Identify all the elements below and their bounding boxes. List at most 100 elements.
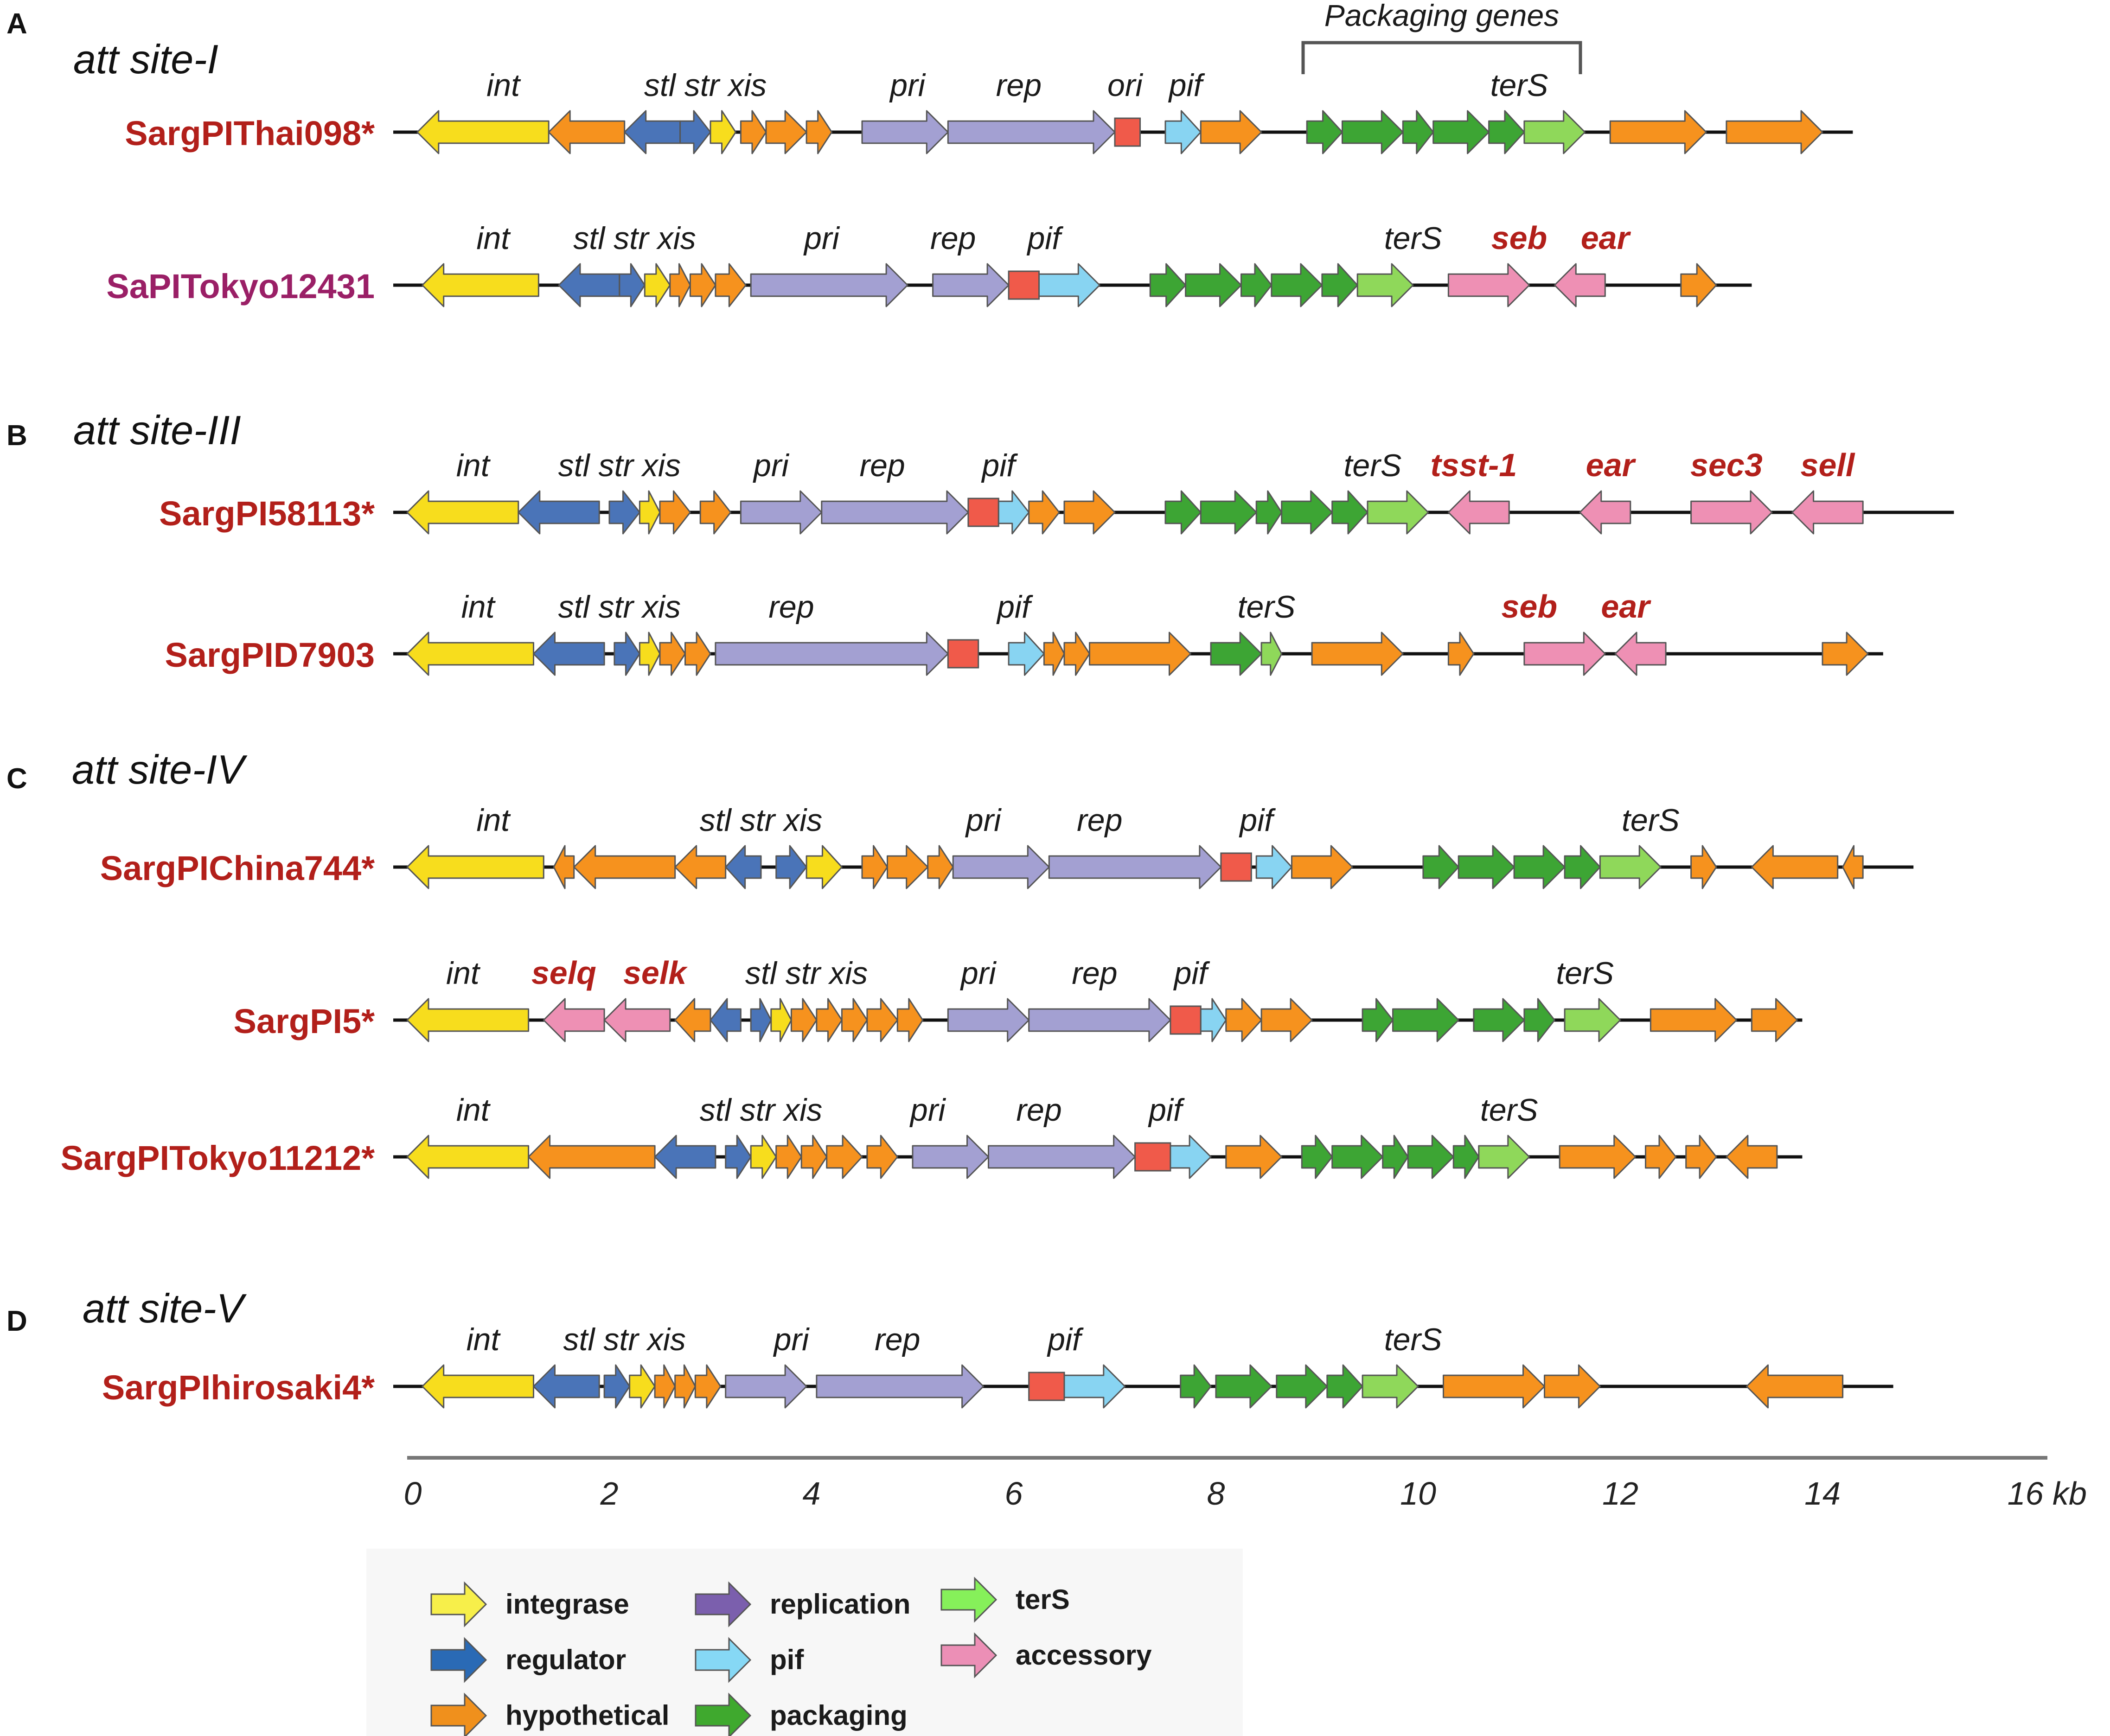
legend-item-replication: replication	[695, 1581, 910, 1628]
gene-label: int	[456, 1092, 491, 1128]
gene-arrow-terS	[1564, 998, 1621, 1042]
accessory-gene-label: selq	[531, 955, 596, 991]
gene-arrow-pif	[997, 490, 1030, 535]
gene-arrow-hypothetical	[740, 110, 767, 154]
legend-item-hypothetical: hypothetical	[430, 1692, 669, 1736]
axis-tick-label: 10	[1400, 1475, 1436, 1512]
gene-arrow-packaging	[1271, 263, 1323, 307]
att-site-box	[967, 498, 999, 527]
gene-arrow-hypothetical	[1609, 110, 1707, 154]
gene-arrow-regulator	[710, 998, 742, 1042]
att-site-box	[1170, 1005, 1202, 1035]
gene-arrow-packaging	[1473, 998, 1525, 1042]
accessory-gene-label: tsst-1	[1431, 447, 1517, 483]
gene-arrow-integrase	[710, 110, 736, 154]
gene-arrow-hypothetical	[674, 1364, 696, 1409]
gene-label: rep	[1072, 956, 1117, 991]
gene-arrow-hypothetical	[1685, 1135, 1717, 1179]
legend-swatch-arrow	[695, 1692, 752, 1736]
gene-arrow-packaging	[1458, 845, 1515, 889]
gene-arrow-packaging	[1215, 1364, 1272, 1409]
gene-label: stl str xis	[700, 1092, 822, 1128]
gene-arrow-replication	[715, 632, 949, 676]
gene-arrow-hypothetical	[553, 845, 575, 889]
gene-arrow-hypothetical	[1291, 845, 1353, 889]
gene-arrow-terS	[1523, 110, 1586, 154]
bracket-label: Packaging genes	[1324, 0, 1559, 32]
gene-label: rep	[996, 68, 1042, 103]
gene-arrow-accessory	[1614, 632, 1667, 676]
gene-arrow-terS	[1478, 1135, 1530, 1179]
gene-arrow-hypothetical	[1726, 110, 1823, 154]
gene-arrow-integrase	[406, 1135, 530, 1179]
gene-arrow-hypothetical	[1650, 998, 1738, 1042]
axis-tick-label: 4	[803, 1475, 821, 1512]
gene-arrow-hypothetical	[1751, 998, 1798, 1042]
gene-label: stl str xis	[558, 448, 681, 483]
legend-label: regulator	[505, 1644, 626, 1675]
gene-arrow-pif	[1008, 632, 1045, 676]
accessory-gene-label: seb	[1501, 588, 1557, 625]
gene-label: stl str xis	[573, 221, 696, 256]
gene-arrow-integrase	[406, 845, 544, 889]
legend-label: packaging	[770, 1700, 908, 1731]
gene-label: terS	[1556, 956, 1614, 991]
gene-arrow-integrase	[770, 998, 792, 1042]
gene-label: int	[446, 956, 481, 991]
island-name: SargPI58113*	[159, 494, 375, 533]
gene-arrow-hypothetical	[1751, 845, 1839, 889]
gene-arrow-pif	[1164, 110, 1202, 154]
gene-label: rep	[859, 448, 905, 483]
gene-arrow-packaging	[1523, 998, 1555, 1042]
gene-arrow-replication	[952, 845, 1050, 889]
gene-arrow-replication	[932, 263, 1010, 307]
gene-arrow-terS	[1260, 632, 1283, 676]
gene-arrow-hypothetical	[861, 845, 888, 889]
accessory-gene-label: seb	[1491, 220, 1547, 256]
axis-tick-label: 12	[1602, 1475, 1638, 1512]
gene-arrow-regulator	[603, 1364, 631, 1409]
gene-label: terS	[1384, 1322, 1442, 1357]
gene-arrow-regulator	[679, 110, 711, 154]
gene-label: pif	[1239, 803, 1276, 838]
legend-swatch-arrow	[695, 1581, 752, 1628]
island-name: SaPITokyo12431	[106, 267, 375, 306]
gene-arrow-replication	[947, 998, 1030, 1042]
gene-arrow-hypothetical	[694, 1364, 722, 1409]
panel-letter: D	[6, 1305, 27, 1337]
packaging-bracket: Packaging genes	[1301, 0, 1582, 74]
site-title: att site-III	[73, 407, 241, 453]
gene-arrow-terS	[1599, 845, 1662, 889]
panel-A: A att site-I	[6, 8, 218, 82]
gene-arrow-hypothetical	[800, 1135, 828, 1179]
gene-arrow-integrase	[416, 110, 550, 154]
island-name: SargPIChina744*	[100, 849, 375, 887]
gene-arrow-hypothetical	[1043, 632, 1065, 676]
gene-arrow-hypothetical	[684, 632, 711, 676]
gene-arrow-terS	[1367, 490, 1429, 535]
gene-arrow-packaging	[1200, 490, 1257, 535]
panel-letter: A	[6, 8, 27, 40]
legend-label: replication	[770, 1589, 910, 1620]
gene-label: pif	[1173, 956, 1210, 991]
accessory-gene-label: ear	[1601, 588, 1651, 625]
gene-arrow-packaging	[1432, 110, 1490, 154]
gene-arrow-packaging	[1185, 263, 1242, 307]
gene-arrow-hypothetical	[806, 110, 833, 154]
gene-arrow-regulator	[533, 632, 605, 676]
gene-arrow-hypothetical	[1842, 845, 1864, 889]
island-name: SargPID7903	[165, 636, 375, 674]
accessory-gene-label: ear	[1586, 447, 1637, 483]
gene-label: pif	[981, 448, 1018, 483]
gene-arrow-regulator	[533, 1364, 600, 1409]
gene-label: stl str xis	[700, 803, 822, 838]
gene-arrow-regulator	[775, 845, 807, 889]
island-name: SargPITokyo11212*	[61, 1139, 375, 1177]
gene-arrow-packaging	[1326, 1364, 1363, 1409]
gene-arrow-accessory	[1690, 490, 1773, 535]
gene-arrow-accessory	[1447, 263, 1530, 307]
